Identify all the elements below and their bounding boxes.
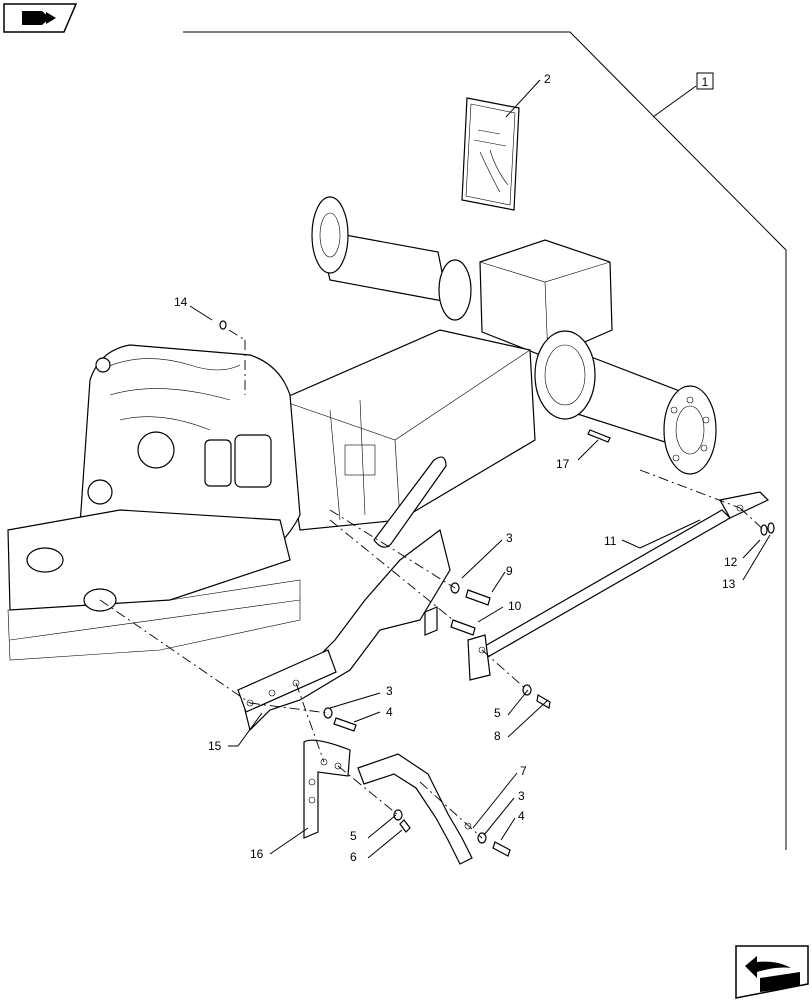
assembly-bracket: 1 <box>183 31 787 850</box>
callout-13: 13 <box>722 577 736 591</box>
callout-2: 2 <box>544 72 551 86</box>
stabilizer-rod-part-11 <box>467 491 770 681</box>
guard-bracket-part-15 <box>237 456 451 732</box>
transmission-housing <box>279 196 717 531</box>
callout-10: 10 <box>508 599 522 613</box>
callout-11: 11 <box>604 534 617 548</box>
callout-12: 12 <box>724 555 738 569</box>
callout-leaders <box>189 79 771 859</box>
page-turn-icon[interactable] <box>735 945 809 999</box>
callout-5-right: 5 <box>494 706 501 720</box>
callout-5-lower: 5 <box>350 829 357 843</box>
bracket-part-7 <box>357 753 473 865</box>
callout-17: 17 <box>556 457 570 471</box>
pin-part-17 <box>587 429 611 443</box>
callout-9: 9 <box>506 564 513 578</box>
callout-3-upper: 3 <box>506 531 513 545</box>
decal-sheet <box>461 97 520 211</box>
callout-6: 6 <box>350 850 357 864</box>
plate-part-16 <box>303 739 351 839</box>
assembly-number-label: 1 <box>702 75 709 89</box>
assembly-dash-lines <box>99 469 765 839</box>
callout-labels: 2 14 17 11 12 13 3 9 10 3 4 15 5 8 7 3 4… <box>174 72 738 864</box>
callout-14: 14 <box>174 295 188 309</box>
callout-8: 8 <box>494 729 501 743</box>
callout-4-middle: 4 <box>386 705 393 719</box>
callout-15: 15 <box>208 739 222 753</box>
callout-7: 7 <box>520 764 527 778</box>
callout-3-lower: 3 <box>518 789 525 803</box>
callout-16: 16 <box>250 847 264 861</box>
callout-4-lower: 4 <box>518 809 525 823</box>
book-forward-icon[interactable] <box>3 3 78 33</box>
front-support-frame <box>7 509 301 661</box>
callout-3-middle: 3 <box>386 684 393 698</box>
plug-part-14 <box>219 320 246 395</box>
